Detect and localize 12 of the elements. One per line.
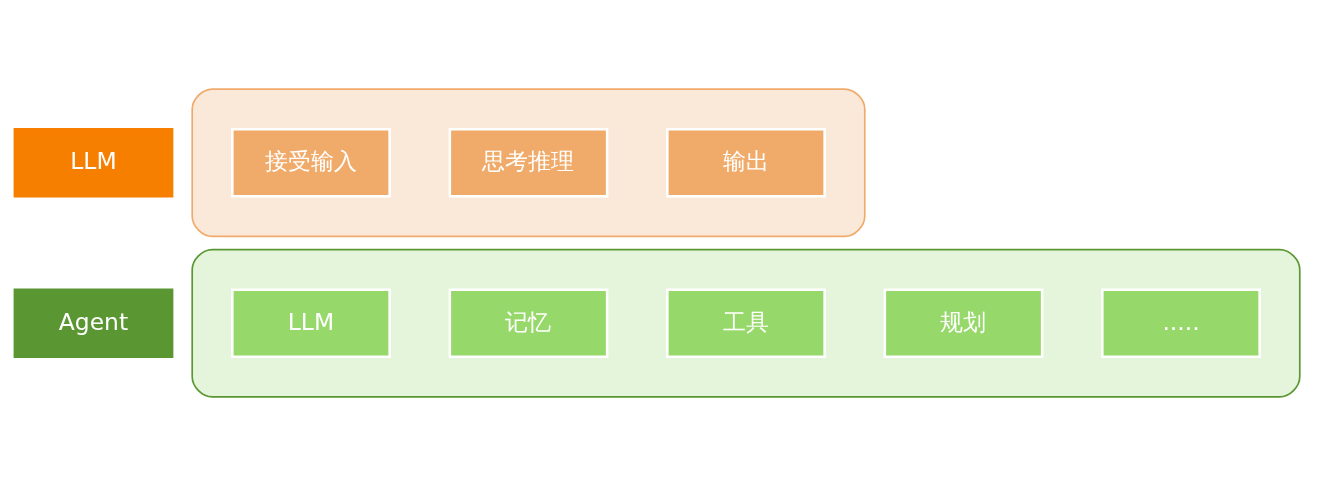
cluster [191,248,1301,398]
node-box: 输出 [666,127,826,198]
node-box: ..... [1101,288,1261,359]
node-box: LLM [13,127,174,198]
node-box: Agent [13,288,174,359]
node-box: 记忆 [448,288,609,359]
node-box: LLM [231,288,391,359]
node-box: 工具 [666,288,826,359]
cluster [191,88,866,238]
node-box: 思考推理 [448,127,609,198]
node-box: 规划 [883,288,1044,359]
node-box: 接受输入 [231,127,391,198]
